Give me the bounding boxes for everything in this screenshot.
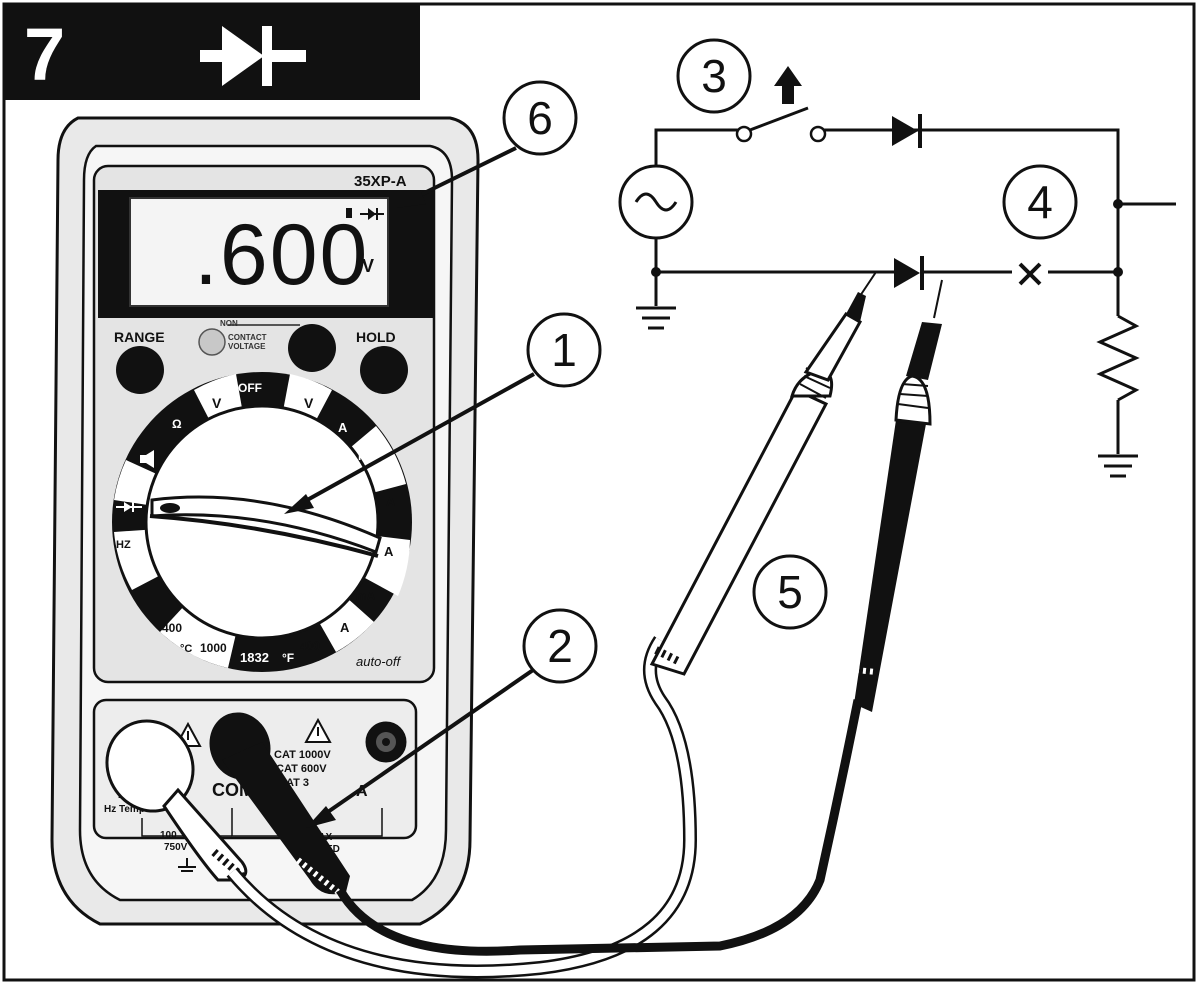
red-lead-cable [228,637,695,976]
dial-label-a-ac2: A [340,620,350,635]
black-lead-cable [336,699,863,956]
jack-left-rating-2: 750V [164,842,188,853]
callout-1: 1 [526,312,602,388]
ncv-label-2: CONTACT [228,333,267,342]
warning-triangle-icon [304,717,332,743]
function-dial[interactable]: OFF V V Ω A mA A A mA A HZ [112,372,412,672]
diode-under-test [894,256,924,290]
callout-5-label: 5 [777,566,803,618]
lcd-diode-icon [346,208,384,220]
ground-icon [636,306,676,330]
black-lead-boot [222,742,350,895]
callout-4: 4 [1002,164,1078,240]
callout-3: 3 [676,38,752,114]
dial-label-v-ac: V [212,395,222,411]
dial-label-temp-1832: 1832 [240,650,269,665]
meter-model: 35XP-A [354,173,407,190]
range-button-label: RANGE [114,329,165,345]
dial-label-a-dc2: A [386,494,396,509]
ncv-indicator [198,328,226,356]
dial-label-temp-1000: 1000 [200,641,227,655]
ncv-label-1: NON [220,319,238,328]
lcd-reading: .600 [194,207,369,303]
range-button[interactable] [116,346,164,394]
jack-cat-rating-1: CAT 1000V [274,749,331,761]
hold-button[interactable] [360,346,408,394]
dial-label-ma-ac: mA [356,589,376,603]
dial-label-a-dc: A [338,420,348,435]
callout-6-label: 6 [527,92,553,144]
callout-2: 2 [522,608,598,684]
callout-6: 6 [502,80,578,156]
test-leads [105,271,943,979]
dial-label-temp-c: °C [180,643,192,655]
dial-capacitor-icon [140,584,163,596]
diode-icon [200,26,306,86]
ac-source-icon [618,164,694,240]
jack-left-sublabel: Hz Temp [104,804,145,815]
switch-icon[interactable] [735,106,827,143]
dial-label-temp-f: °F [282,651,294,665]
dial-diode-icon [116,502,142,512]
black-probe[interactable] [854,279,943,712]
resistor-icon [1096,314,1140,402]
callout-1-label: 1 [551,324,577,376]
dial-label-temp-400: 400 [162,621,182,635]
hold-button-label: HOLD [356,329,396,345]
ground-symbol [178,858,196,872]
dial-pointer-tip [160,503,180,513]
jack-cat-rating-2: CAT 600V [276,763,327,775]
callout-4-label: 4 [1027,176,1053,228]
open-circuit-x-icon [1018,262,1042,286]
circuit-schematic [618,66,1176,478]
callout-2-label: 2 [547,620,573,672]
dial-label-ohm: Ω [172,417,182,431]
dial-pointer [150,495,382,554]
arrow-up-icon [774,66,802,104]
dial-label-off: OFF [238,381,262,395]
lcd-unit: V [362,256,374,276]
callout-3-label: 3 [701,50,727,102]
lcd-screen [129,197,389,307]
ncv-label-3: VOLTAGE [228,342,266,351]
ground-icon [1098,454,1138,478]
dial-label-hz: HZ [116,539,131,551]
callout-arrows [284,146,538,828]
dial-label-ma-dc: mA [358,449,378,463]
red-probe[interactable] [649,271,877,676]
ncv-button[interactable] [288,324,336,372]
dial-label-temp-400b: 400 [300,639,320,653]
dial-label-v-dc: V [304,395,314,411]
callout-5: 5 [752,554,828,630]
dial-speaker-icon [140,450,154,468]
diode-icon [892,114,922,148]
dial-label-a-ac: A [384,544,394,559]
auto-off-label: auto-off [356,654,401,669]
step-number: 7 [24,13,65,96]
